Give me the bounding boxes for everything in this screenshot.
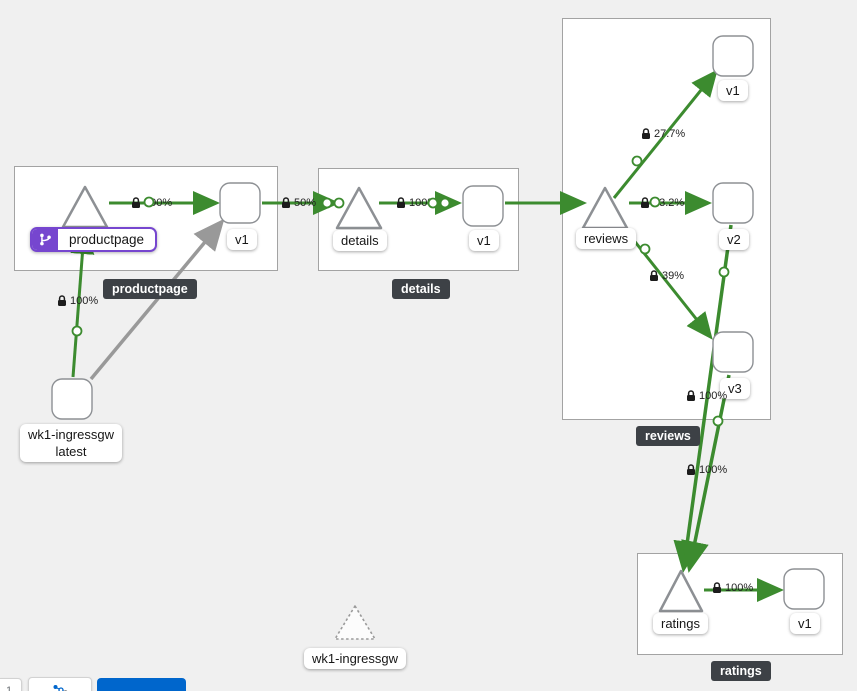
service-label-text: productpage (69, 232, 145, 247)
mtls-lock-icon (281, 197, 291, 209)
mtls-lock-icon (712, 582, 722, 594)
ratings-v1-label[interactable]: v1 (790, 613, 820, 634)
reviews-v1-label[interactable]: v1 (718, 80, 748, 101)
mtls-lock-icon (641, 128, 651, 140)
node-details-service[interactable] (335, 186, 383, 230)
reviews-service-label[interactable]: reviews (576, 228, 637, 249)
graph-layout-icon (52, 683, 68, 691)
edge-ingress-to-productpage[interactable] (70, 227, 95, 378)
edge-label-reviews-v2: 33.2% (640, 196, 684, 210)
node-reviews-v2[interactable] (712, 182, 754, 224)
node-reviews-v1[interactable] (712, 35, 754, 77)
edge-label-reviews-v1: 27.7% (641, 127, 685, 141)
mtls-lock-icon (640, 197, 650, 209)
edge-reviews-to-v1[interactable] (612, 69, 718, 199)
edge-label-v2-ratings: 100% (686, 463, 727, 477)
node-productpage-v1[interactable] (219, 182, 261, 224)
tooltip-ratings: ratings (711, 661, 771, 681)
edge-label-productpage-details: 50% (281, 196, 316, 210)
edge-label-ingress-productpage: 100% (57, 294, 98, 308)
node-idle-ingress-service[interactable] (334, 605, 376, 640)
mtls-lock-icon (131, 197, 141, 209)
edge-label-v3-ratings: 100% (686, 389, 727, 403)
productpage-service-label[interactable]: productpage (30, 227, 158, 252)
reviews-v2-label[interactable]: v2 (719, 229, 749, 250)
node-productpage-service[interactable] (61, 185, 109, 229)
node-ratings-v1[interactable] (783, 568, 825, 610)
zoom-level-button[interactable]: 1 (0, 678, 22, 691)
node-ingress-workload[interactable] (51, 378, 93, 420)
tooltip-reviews: reviews (636, 426, 700, 446)
edge-reviews-v3-to-ratings[interactable] (681, 374, 731, 573)
node-details-v1[interactable] (462, 185, 504, 227)
edge-label-ratings-v1: 100% (712, 581, 753, 595)
edge-label-productpage-v1: 100% (131, 196, 172, 210)
mtls-lock-icon (57, 295, 67, 307)
graph-layout-button[interactable] (28, 677, 92, 691)
mtls-lock-icon (649, 270, 659, 282)
edge-label-reviews-v3: 39% (649, 269, 684, 283)
details-service-label[interactable]: details (333, 230, 387, 251)
edge-reviews-v2-to-ratings[interactable] (673, 224, 733, 573)
zoom-level-text: 1 (5, 685, 13, 691)
virtual-service-icon (32, 229, 58, 250)
ratings-service-label[interactable]: ratings (653, 613, 709, 634)
mtls-lock-icon (686, 464, 696, 476)
node-reviews-v3[interactable] (712, 331, 754, 373)
node-reviews-service[interactable] (581, 186, 629, 230)
edge-ingress-to-productpage-v1[interactable] (89, 218, 225, 381)
tooltip-details: details (392, 279, 450, 299)
legend-button[interactable] (97, 678, 186, 691)
node-ratings-service[interactable] (658, 569, 704, 613)
mtls-lock-icon (686, 390, 696, 402)
ingress-workload-version: latest (55, 444, 87, 459)
ingress-workload-label[interactable]: wk1-ingressgw latest (20, 424, 122, 462)
idle-ingress-service-label[interactable]: wk1-ingressgw (304, 648, 406, 669)
edge-label-details-v1: 100% (396, 196, 437, 210)
productpage-v1-label[interactable]: v1 (227, 229, 257, 250)
tooltip-productpage: productpage (103, 279, 197, 299)
ingress-workload-name: wk1-ingressgw (28, 427, 114, 442)
mtls-lock-icon (396, 197, 406, 209)
reviews-v3-label[interactable]: v3 (720, 378, 750, 399)
details-v1-label[interactable]: v1 (469, 230, 499, 251)
